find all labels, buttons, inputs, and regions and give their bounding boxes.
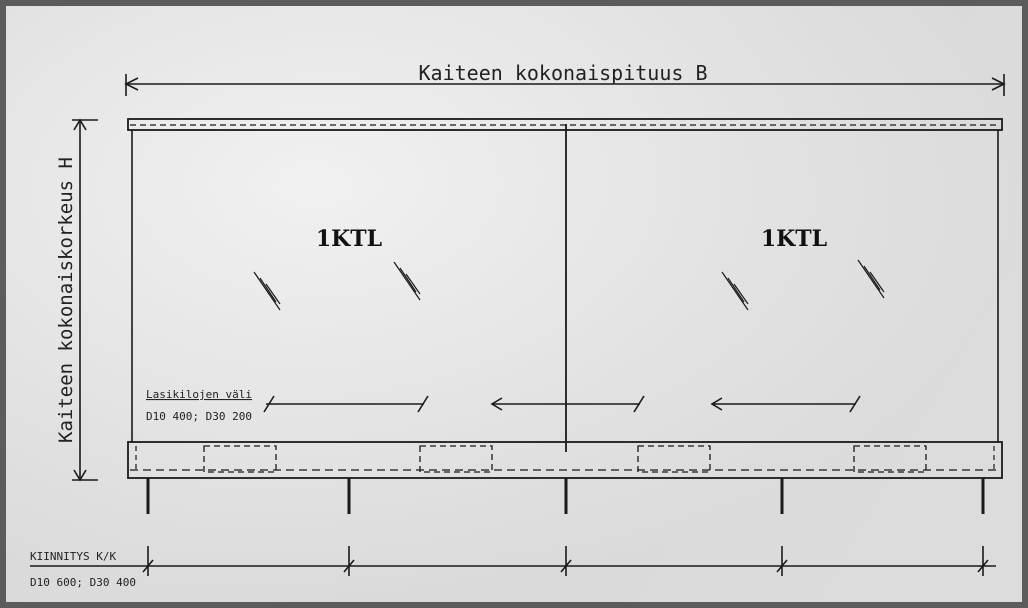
drawing-sheet <box>6 4 1022 604</box>
glass-panels-outline <box>131 124 999 452</box>
glass-clamp <box>637 445 711 473</box>
fixing-spacing-dimension <box>30 546 996 576</box>
glass-hatch-marks <box>253 259 885 311</box>
glass-clamp <box>853 445 927 473</box>
glass-gap-dimensions <box>263 395 861 413</box>
total-length-label: Kaiteen kokonaispituus B <box>419 61 708 85</box>
total-height-dimension <box>72 118 98 482</box>
total-length-dimension <box>124 74 1006 96</box>
glass-clamp <box>419 445 493 473</box>
glass-gap-values: D10 400; D30 200 <box>146 410 252 423</box>
glass-hatch <box>857 259 885 299</box>
total-height-label: Kaiteen kokonaiskorkeus H <box>55 157 77 443</box>
glass-hatch <box>721 271 749 311</box>
glass-hatch <box>253 271 281 311</box>
fixing-values: D10 600; D30 400 <box>30 576 136 589</box>
anchor-bolts <box>146 478 985 514</box>
panel-left-label: 1KTL <box>316 226 382 252</box>
fixing-title: KIINNITYS K/K <box>30 550 116 563</box>
glass-hatch <box>393 261 421 301</box>
glass-clamp <box>203 445 277 473</box>
panel-right-label: 1KTL <box>761 226 827 252</box>
top-rail <box>127 118 1003 131</box>
glass-clamps <box>203 445 927 473</box>
glass-gap-title: Lasikilojen väli <box>146 388 252 401</box>
